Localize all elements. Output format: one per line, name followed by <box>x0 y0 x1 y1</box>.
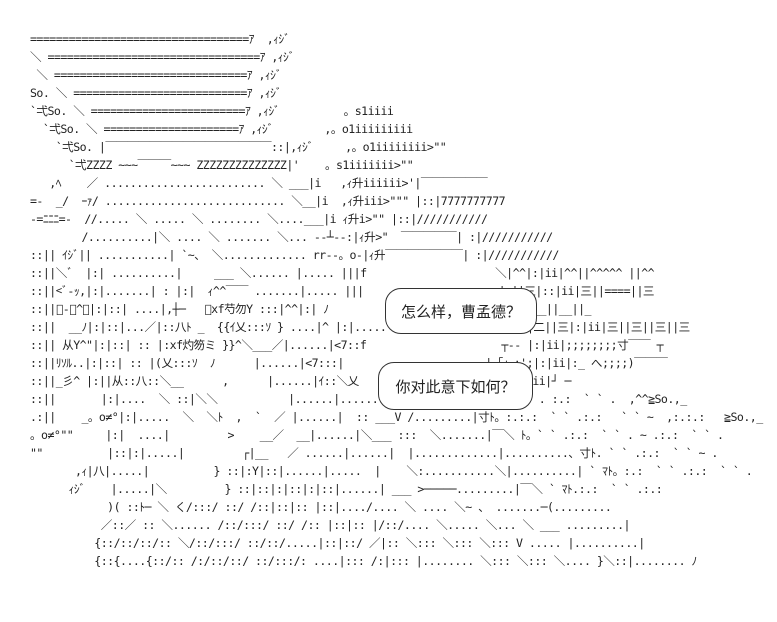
art-line: So. ＼ ===========================ｱ ,ｨｼﾞ <box>30 86 282 100</box>
art-line: ==================================ｱ ,ｨｼﾞ <box>30 32 290 46</box>
art-line: ::|| 从Y^"|:|::| :: |:xf灼笏ミ }}^＼___／|....… <box>30 338 664 352</box>
art-line: ,ﾍ ／ ......................... ＼ ___|i ,… <box>30 176 488 190</box>
art-line: .:|| _。o≠°|:|..... ＼ ＼ﾄ , ` ／ |......| :… <box>30 410 763 424</box>
art-line: {::{....{::/:: /:/::/::/ ::/:::/: ....|:… <box>30 554 697 568</box>
speech-bubble-2-text: 你对此意下如何？ <box>395 377 516 396</box>
art-line: ::||<ﾞ‐ｯ,|:|.......| : |:| ｨ^^￣￣ .......… <box>30 284 655 298</box>
art-line: ＼ =================================ｱ ,ｨｼ… <box>30 50 295 64</box>
art-line: 。o≠°"" |:| ....| > __／ __|......|＼___ ::… <box>30 428 724 442</box>
art-line: ::|| |:|.... ＼ ::|＼＼ |......|.......＼:: … <box>30 392 687 406</box>
speech-bubble-1: 怎么样，曹孟德？ <box>385 288 537 334</box>
art-line: ::||＼ﾞ |:| ..........| ___ ＼...... |....… <box>30 266 655 280</box>
art-line: `弌So. |￣￣￣￣￣￣￣￣￣￣￣￣￣￣￣::|,ｨｼﾞ ,。o1iiiiii… <box>30 140 447 154</box>
art-line: ｨｼﾞ |.....|＼ } ::|::|:|::|:|::|......| _… <box>30 482 663 496</box>
art-line: `弌ZZZZ ~~~￣￣￣~~~ ZZZZZZZZZZZZZZ|' 。s1iii… <box>30 158 414 172</box>
art-line: )( ::ﾄ─ ＼ く/:::/ ::/ /::|::|:: |::|..../… <box>30 500 612 514</box>
art-line: ,ｨ|八|.....| } ::|:Y|::|......|..... | ＼:… <box>30 464 753 478</box>
art-line: {::/::/::/:: ＼/::/:::/ ::/::/.....|::|::… <box>30 536 645 550</box>
art-line: "" |::|:|.....| ┌|__ ／ ......|......| |.… <box>30 446 718 460</box>
speech-bubble-1-text: 怎么样，曹孟德？ <box>400 302 521 321</box>
art-line: ::|| ｲｼﾞ|| ...........| `~、 ＼...........… <box>30 248 559 262</box>
art-line: ／::／ :: ＼...... /::/:::/ ::/ /:: |::|:: … <box>30 518 631 532</box>
art-line: -=ﾆﾆﾆ=- //..... ＼ ..... ＼ ........ ＼....… <box>30 212 488 226</box>
art-line: =- _/ ｰｧ/ ............................ ＼… <box>30 194 506 208</box>
art-line: `弌So. ＼ =====================ｱ ,ｨｼﾞ ,。o1… <box>30 122 413 136</box>
art-line: /..........|＼ .... ＼ ....... ＼... ‐‐┴‐‐:… <box>30 230 553 244</box>
speech-bubble-2: 你对此意下如何？ <box>378 362 533 410</box>
art-line: `弌So. ＼ ========================ｱ ,ｨｼﾞ 。… <box>30 104 394 118</box>
art-line: ＼ ==============================ｱ ,ｨｼﾞ <box>30 68 282 82</box>
